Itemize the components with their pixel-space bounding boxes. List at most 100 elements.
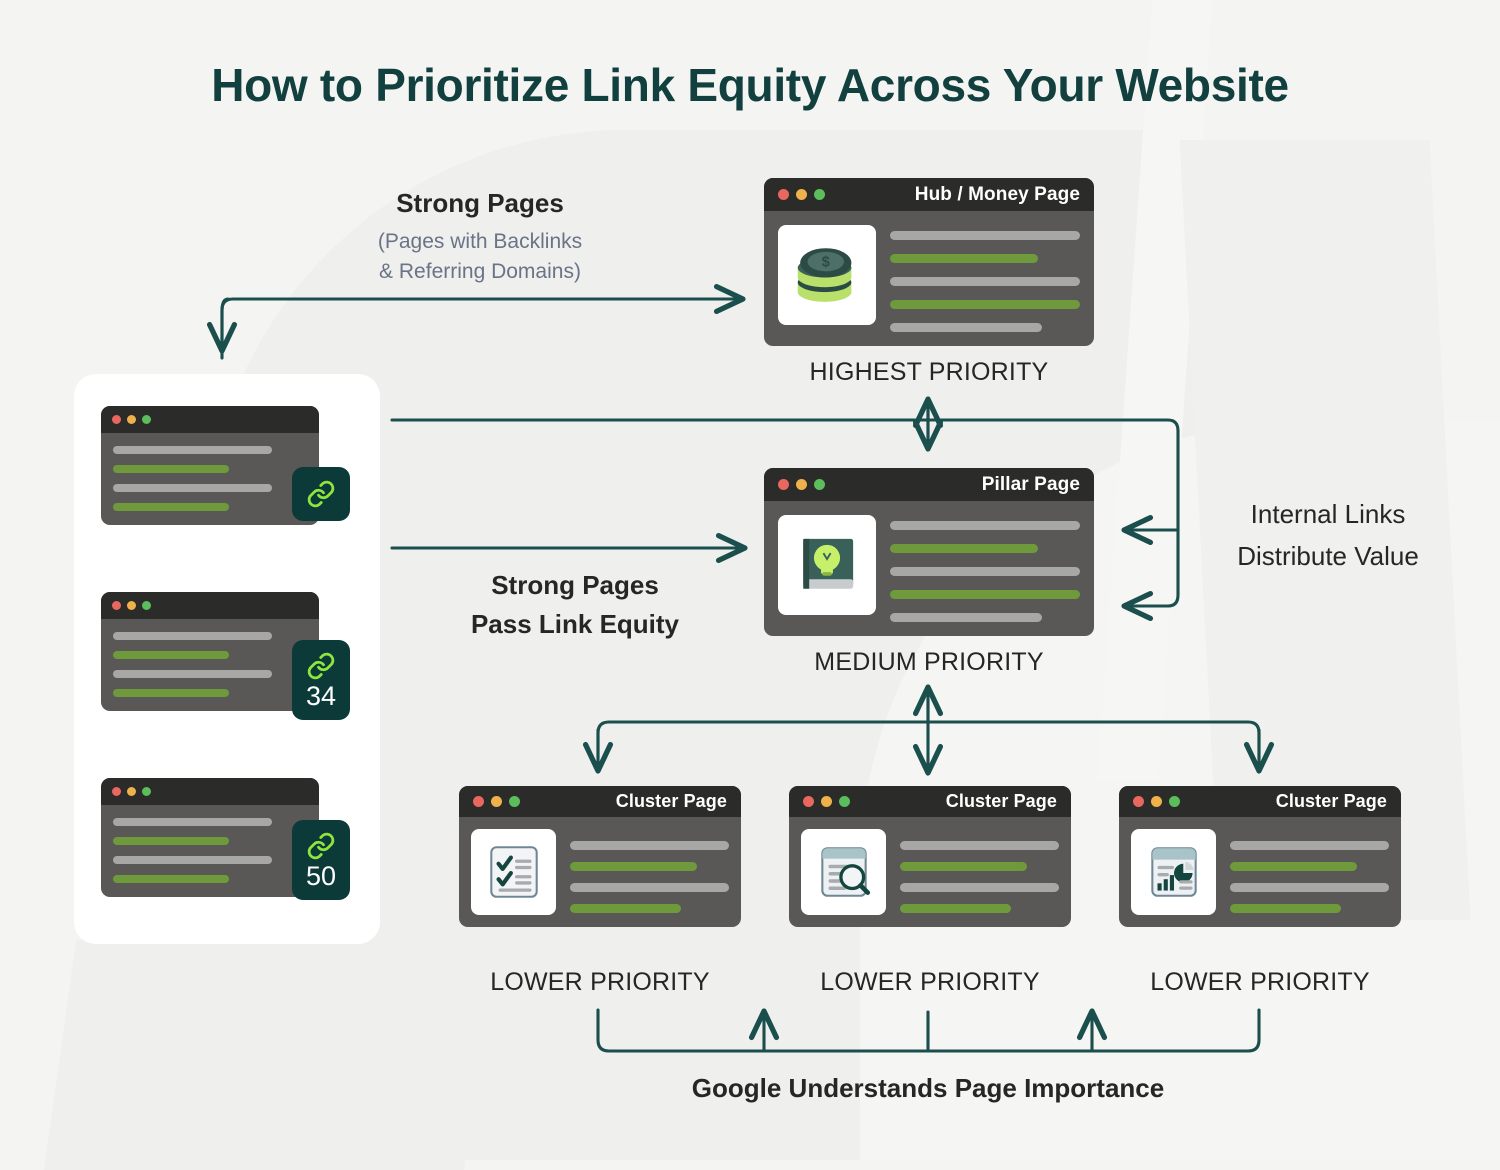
backlink-count: 50 bbox=[305, 860, 337, 891]
strong-page-card-3[interactable] bbox=[101, 778, 319, 897]
link-icon bbox=[307, 652, 335, 679]
hub-window-title: Hub / Money Page bbox=[914, 183, 1080, 205]
window-titlebar: Cluster Page bbox=[459, 786, 741, 817]
cluster-content-lines-3 bbox=[1230, 829, 1389, 913]
content-line bbox=[113, 446, 273, 454]
internal-links-label: Internal Links Distribute Value bbox=[1188, 494, 1468, 577]
content-line bbox=[890, 277, 1080, 286]
content-line bbox=[890, 521, 1080, 530]
window-content bbox=[789, 817, 1071, 927]
window-content: $ bbox=[764, 211, 1094, 346]
content-line bbox=[1230, 841, 1389, 850]
window-content bbox=[101, 433, 319, 525]
pass-equity-line2: Pass Link Equity bbox=[470, 609, 680, 639]
cluster-page-window-3[interactable]: Cluster Page bbox=[1119, 786, 1401, 927]
content-line bbox=[900, 883, 1059, 892]
cluster-window-title-2: Cluster Page bbox=[945, 791, 1057, 811]
close-dot-icon bbox=[778, 479, 789, 490]
close-dot-icon bbox=[112, 787, 121, 796]
minimize-dot-icon bbox=[1151, 796, 1162, 807]
coin-stack-icon: $ bbox=[797, 248, 852, 302]
pillar-page-window[interactable]: Pillar Page bbox=[764, 468, 1094, 636]
pillar-thumbnail bbox=[778, 515, 876, 615]
background-slash-a bbox=[1097, 0, 1213, 780]
close-dot-icon bbox=[112, 415, 121, 424]
window-titlebar: Pillar Page bbox=[764, 468, 1094, 501]
maximize-dot-icon bbox=[1169, 796, 1180, 807]
content-line bbox=[113, 651, 230, 659]
maximize-dot-icon bbox=[142, 787, 151, 796]
pass-equity-line1: Strong Pages bbox=[491, 570, 659, 600]
strong-pages-subtext-line2: & Referring Domains) bbox=[379, 260, 581, 284]
content-line bbox=[570, 904, 682, 913]
content-line bbox=[1230, 883, 1389, 892]
window-content bbox=[101, 619, 319, 711]
minimize-dot-icon bbox=[796, 189, 807, 200]
content-line bbox=[890, 254, 1039, 263]
minimize-dot-icon bbox=[796, 479, 807, 490]
content-line bbox=[890, 590, 1080, 599]
backlink-badge-2: 34 bbox=[292, 640, 350, 720]
maximize-dot-icon bbox=[142, 601, 151, 610]
hub-thumbnail: $ bbox=[778, 225, 876, 325]
strong-page-card-2[interactable] bbox=[101, 592, 319, 711]
content-line bbox=[570, 862, 698, 871]
cluster-priority-label-3: LOWER PRIORITY bbox=[1150, 968, 1370, 996]
minimize-dot-icon bbox=[491, 796, 502, 807]
cluster-window-title-1: Cluster Page bbox=[615, 791, 727, 811]
close-dot-icon bbox=[778, 189, 789, 200]
minimize-dot-icon bbox=[127, 601, 136, 610]
minimize-dot-icon bbox=[127, 415, 136, 424]
content-line bbox=[113, 632, 273, 640]
backlink-count: 34 bbox=[305, 680, 337, 711]
book-lightbulb-icon bbox=[803, 538, 854, 589]
link-icon bbox=[307, 480, 335, 508]
window-titlebar bbox=[101, 406, 319, 433]
pass-link-equity-label: Strong Pages Pass Link Equity bbox=[430, 566, 720, 644]
strong-pages-subtext: (Pages with Backlinks & Referring Domain… bbox=[330, 227, 630, 288]
strong-pages-heading: Strong Pages bbox=[396, 188, 564, 218]
content-line bbox=[113, 856, 273, 864]
cluster-content-lines-2 bbox=[900, 829, 1059, 913]
hub-money-page-window[interactable]: Hub / Money Page $ bbox=[764, 178, 1094, 346]
content-line bbox=[890, 323, 1042, 332]
content-line bbox=[113, 670, 273, 678]
content-line bbox=[890, 300, 1080, 309]
content-line bbox=[890, 613, 1042, 622]
window-content bbox=[1119, 817, 1401, 927]
background-wedge bbox=[43, 940, 497, 1170]
content-line bbox=[900, 904, 1012, 913]
window-titlebar: Cluster Page bbox=[789, 786, 1071, 817]
internal-links-line1: Internal Links bbox=[1250, 499, 1406, 529]
cluster-thumbnail-3 bbox=[1131, 829, 1216, 915]
content-line bbox=[890, 544, 1039, 553]
content-line bbox=[570, 841, 729, 850]
bottom-caption: Google Understands Page Importance bbox=[691, 1073, 1165, 1103]
window-content bbox=[459, 817, 741, 927]
content-line bbox=[890, 231, 1080, 240]
cluster-window-title-3: Cluster Page bbox=[1275, 791, 1387, 811]
pillar-window-title: Pillar Page bbox=[981, 473, 1080, 495]
cluster-thumbnail-1 bbox=[471, 829, 556, 915]
cluster-page-window-2[interactable]: Cluster Page bbox=[789, 786, 1071, 927]
close-dot-icon bbox=[1133, 796, 1144, 807]
content-line bbox=[113, 818, 273, 826]
cluster-priority-label-2: LOWER PRIORITY bbox=[820, 968, 1040, 996]
maximize-dot-icon bbox=[142, 415, 151, 424]
minimize-dot-icon bbox=[127, 787, 136, 796]
backlink-badge-3: 50 bbox=[292, 820, 350, 900]
link-icon bbox=[307, 832, 335, 859]
backlink-badge-1 bbox=[292, 467, 350, 521]
strong-pages-label-group: Strong Pages (Pages with Backlinks & Ref… bbox=[330, 188, 630, 288]
page-title: How to Prioritize Link Equity Across You… bbox=[211, 59, 1289, 111]
strong-page-card-1[interactable] bbox=[101, 406, 319, 525]
window-titlebar bbox=[101, 592, 319, 619]
maximize-dot-icon bbox=[509, 796, 520, 807]
checklist-icon bbox=[489, 846, 538, 898]
cluster-page-window-1[interactable]: Cluster Page bbox=[459, 786, 741, 927]
window-titlebar bbox=[101, 778, 319, 805]
cluster-thumbnail-2 bbox=[801, 829, 886, 915]
maximize-dot-icon bbox=[814, 189, 825, 200]
window-content bbox=[101, 805, 319, 897]
content-line bbox=[900, 841, 1059, 850]
